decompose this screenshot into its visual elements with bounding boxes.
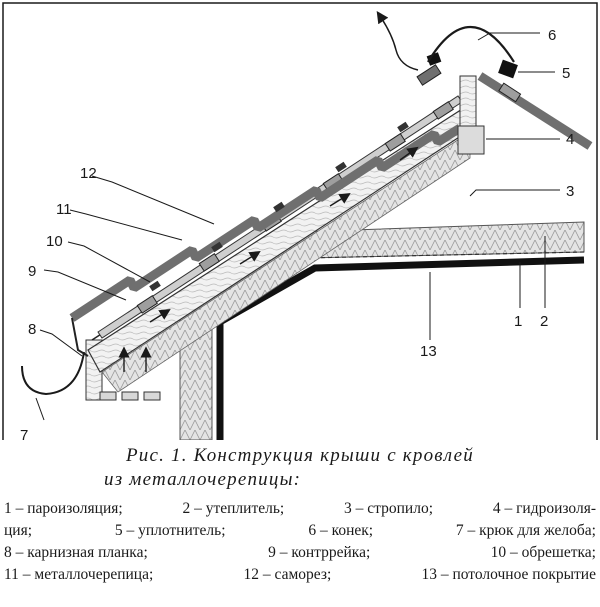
callout-6: 6 bbox=[548, 27, 556, 44]
legend-item: 9 – контррейка; bbox=[268, 544, 371, 561]
callout-7: 7 bbox=[20, 427, 28, 440]
caption-title-line2: из металлочерепицы: bbox=[104, 469, 302, 490]
ceiling-covering bbox=[216, 256, 585, 440]
frame bbox=[2, 2, 598, 440]
screws bbox=[149, 121, 409, 292]
eave-vents bbox=[99, 391, 161, 401]
callout-9: 9 bbox=[28, 263, 36, 280]
callout-4: 4 bbox=[566, 131, 574, 148]
callout-11: 11 bbox=[56, 201, 72, 218]
callout-3: 3 bbox=[566, 183, 574, 200]
legend-item: 5 – уплотнитель; bbox=[114, 522, 226, 539]
rafter-insulation bbox=[101, 131, 471, 393]
legend-item: 4 – гидроизоля- bbox=[492, 500, 596, 517]
legend-item: 11 – металлочерепица; bbox=[4, 566, 154, 583]
ridge-airflow-arrow bbox=[376, 11, 419, 71]
legend: 1 – пароизоляция; 2 – утеплитель; 3 – ст… bbox=[0, 498, 600, 586]
right-slope-sheet bbox=[477, 72, 593, 150]
legend-row: 8 – карнизная планка; 9 – контррейка; 10… bbox=[4, 542, 596, 564]
sealant bbox=[498, 59, 518, 79]
figure-caption: Рис. 1. Конструкция крыши с кровлей из м… bbox=[0, 444, 600, 586]
legend-item: 8 – карнизная планка; bbox=[4, 544, 148, 561]
air-flow-arrows bbox=[118, 146, 419, 372]
legend-item: 3 – стропило; bbox=[344, 500, 434, 517]
callout-8: 8 bbox=[28, 321, 36, 338]
legend-item: 12 – саморез; bbox=[243, 566, 332, 583]
ridge-cap bbox=[427, 25, 515, 63]
vapour-barrier-line bbox=[304, 251, 585, 259]
leader-lines bbox=[35, 32, 560, 421]
legend-row: ция; 5 – уплотнитель; 6 – конек; 7 – крю… bbox=[4, 520, 596, 542]
legend-item: 6 – конек; bbox=[308, 522, 374, 539]
legend-row: 1 – пароизоляция; 2 – утеплитель; 3 – ст… bbox=[4, 498, 596, 520]
callout-1: 1 bbox=[514, 313, 522, 330]
legend-item: 13 – потолочное покрытие bbox=[421, 566, 596, 583]
legend-item: ция; bbox=[4, 522, 33, 539]
legend-item: 10 – обрешетка; bbox=[490, 544, 596, 561]
ridge-block bbox=[457, 125, 485, 155]
legend-item: 1 – пароизоляция; bbox=[4, 500, 123, 517]
callout-13: 13 bbox=[420, 343, 437, 360]
callout-2: 2 bbox=[540, 313, 548, 330]
gutter-hook bbox=[21, 351, 85, 396]
sealant-left bbox=[426, 52, 442, 66]
legend-item: 2 – утеплитель; bbox=[182, 500, 285, 517]
roof-diagram: 6 5 4 3 12 11 10 9 8 7 1 2 13 bbox=[2, 2, 598, 440]
callout-5: 5 bbox=[562, 65, 570, 82]
callout-10: 10 bbox=[46, 233, 63, 250]
caption-title-line1: Рис. 1. Конструкция крыши с кровлей bbox=[125, 445, 475, 466]
legend-item: 7 – крюк для желоба; bbox=[455, 522, 596, 539]
ridge-left-batten bbox=[416, 64, 442, 86]
right-batten bbox=[498, 82, 522, 103]
legend-row: 11 – металлочерепица; 12 – саморез; 13 –… bbox=[4, 564, 596, 586]
metal-tile-sheet bbox=[69, 124, 463, 322]
callout-12: 12 bbox=[80, 165, 97, 182]
